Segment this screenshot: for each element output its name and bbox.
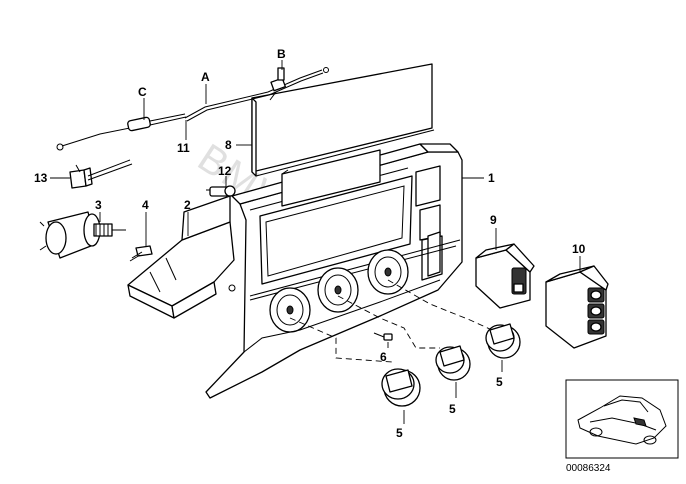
callout-5-left: 5 <box>396 426 403 440</box>
cover-panel <box>251 63 435 177</box>
callout-8: 8 <box>225 138 232 152</box>
knob-5-left <box>381 368 421 407</box>
callout-11: 11 <box>177 141 190 155</box>
callout-5-right: 5 <box>496 375 503 389</box>
callout-a: A <box>201 70 210 84</box>
callout-10: 10 <box>572 242 586 256</box>
callout-6: 6 <box>380 350 387 364</box>
car-thumbnail <box>565 379 679 459</box>
callout-9: 9 <box>490 213 497 227</box>
clip-b <box>269 67 286 101</box>
cable-a <box>184 67 329 122</box>
switch-9 <box>475 243 535 309</box>
knob-5-right <box>485 323 521 359</box>
switch-10 <box>545 265 609 349</box>
callout-b: B <box>277 47 286 61</box>
callout-1: 1 <box>488 171 495 185</box>
callout-13: 13 <box>34 171 48 185</box>
callout-2: 2 <box>184 198 191 212</box>
callout-12: 12 <box>218 164 232 178</box>
center-panel-1 <box>205 143 463 399</box>
callout-3: 3 <box>95 198 102 212</box>
screw-6 <box>373 332 393 341</box>
catalog-number: 00086324 <box>566 463 611 474</box>
assembly-lines <box>289 279 493 363</box>
housing-2 <box>127 195 236 319</box>
callout-5-middle: 5 <box>449 402 456 416</box>
cable-c <box>56 113 187 151</box>
screw-4 <box>129 245 153 262</box>
leader-lines <box>50 60 581 424</box>
callout-4: 4 <box>142 198 149 212</box>
rotary-switch-3 <box>39 211 126 259</box>
callout-c: C <box>138 85 147 99</box>
switch-13 <box>69 159 133 189</box>
bulb-12 <box>206 185 236 197</box>
knob-5-middle <box>435 345 471 381</box>
